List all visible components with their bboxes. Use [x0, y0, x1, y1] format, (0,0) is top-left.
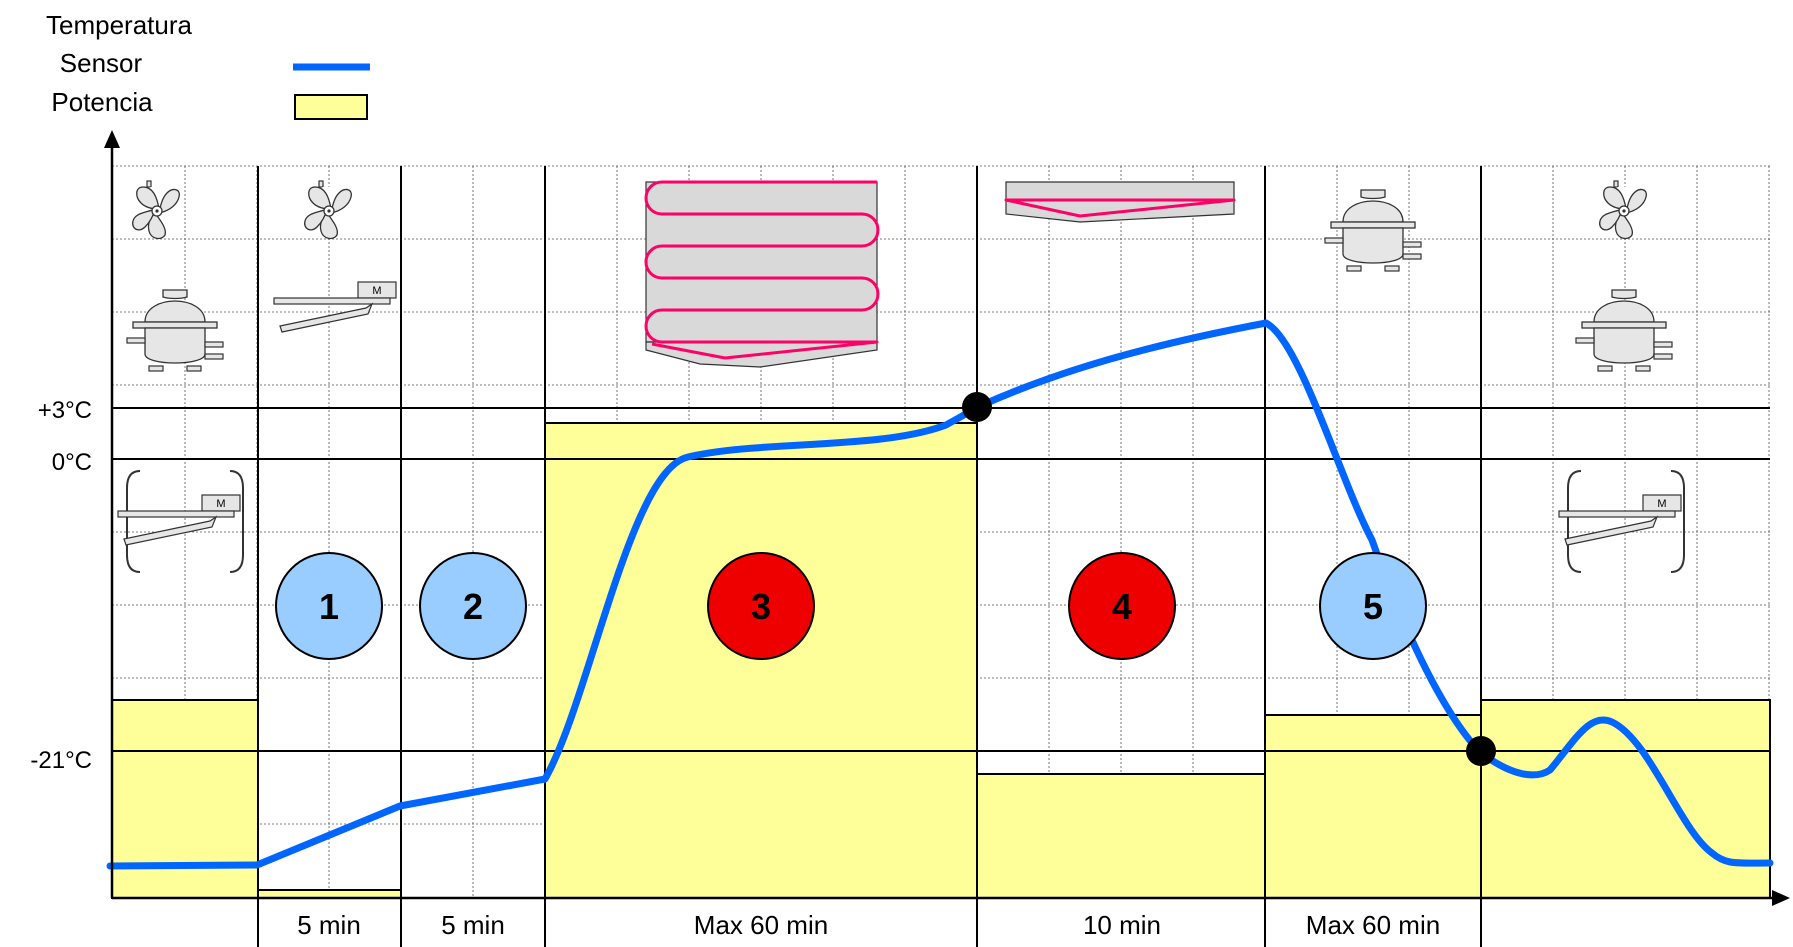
legend-sensor-label: Sensor: [60, 48, 143, 78]
legend-power-label: Potencia: [51, 87, 153, 117]
phase-5-icons: [1324, 189, 1422, 272]
legend-power-swatch: [294, 94, 368, 120]
y-tick-label: +3°C: [38, 397, 92, 424]
phase-circle: [419, 552, 527, 660]
phase-circle: [1068, 552, 1176, 660]
power-bar: [1264, 714, 1482, 899]
phase-number: 5: [1363, 586, 1383, 627]
fan-icon: [1599, 180, 1647, 240]
phase-number: 3: [751, 586, 771, 627]
power-bar: [544, 422, 978, 899]
duration-label: Max 60 min: [1306, 910, 1440, 940]
phase-number: 4: [1112, 586, 1132, 627]
compressor-icon: [1324, 189, 1422, 272]
duration-label: 10 min: [1083, 910, 1161, 940]
phase-6-icons: [1558, 180, 1685, 573]
sensor-temperature-line: [106, 319, 1774, 870]
duration-label: Max 60 min: [694, 910, 828, 940]
x-axis-arrow: [1772, 890, 1790, 906]
compressor-icon: [126, 289, 224, 372]
legend: Temperatura Sensor Potencia: [46, 10, 370, 120]
phase-1-icons: [273, 180, 397, 333]
duration-label: 5 min: [297, 910, 361, 940]
damper-motor-icon: [117, 470, 244, 573]
drain-heater-icon: [1004, 181, 1236, 223]
defrost-heater-icon: [644, 180, 880, 368]
phase-0-icons: [117, 180, 244, 573]
cooling-restart-point: [1466, 736, 1496, 766]
y-tick-label: -21°C: [30, 747, 92, 774]
duration-label: 5 min: [441, 910, 505, 940]
power-bar: [976, 773, 1266, 899]
phase-number: 2: [463, 586, 483, 627]
damper-motor-icon: [1558, 470, 1685, 573]
defrost-end-point: [962, 392, 992, 422]
phase-3-marker: 3: [707, 552, 815, 660]
phase-number: 1: [319, 586, 339, 627]
fan-icon: [132, 180, 180, 240]
phase-circle: [707, 552, 815, 660]
fan-icon: [304, 180, 352, 240]
phase-circle: [1319, 552, 1427, 660]
phase-circle: [275, 552, 383, 660]
axis-title: Temperatura: [46, 10, 192, 40]
phase-2-marker: 2: [419, 552, 527, 660]
y-tick-label: 0°C: [52, 449, 92, 476]
y-axis-arrow: [104, 130, 120, 148]
compressor-icon: [1575, 289, 1673, 372]
phase-1-marker: 1: [275, 552, 383, 660]
damper-motor-icon: [273, 281, 397, 333]
axes: [104, 130, 1790, 906]
phase-4-marker: 4: [1068, 552, 1176, 660]
phase-5-marker: 5: [1319, 552, 1427, 660]
